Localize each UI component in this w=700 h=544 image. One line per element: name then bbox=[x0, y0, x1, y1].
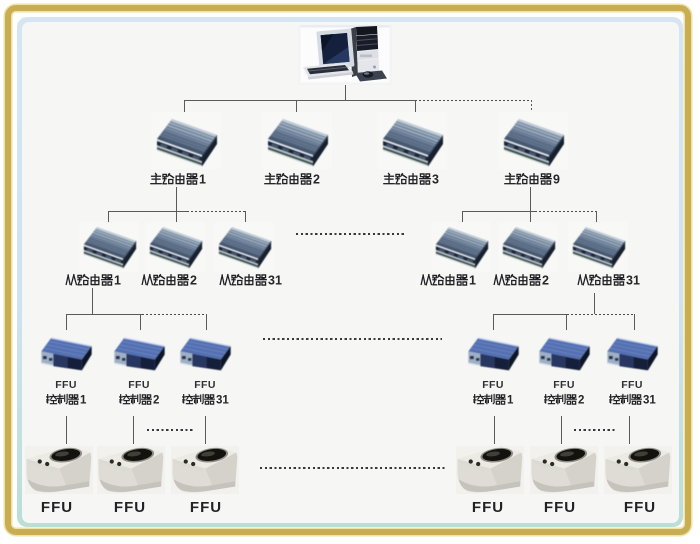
svg-text:2: 2 bbox=[542, 274, 549, 288]
svg-text:2: 2 bbox=[313, 173, 320, 187]
svg-text:3: 3 bbox=[432, 173, 439, 187]
svg-text:31: 31 bbox=[643, 395, 656, 407]
svg-text:31: 31 bbox=[626, 274, 640, 288]
svg-text:31: 31 bbox=[268, 274, 282, 288]
svg-text:1: 1 bbox=[469, 274, 476, 288]
svg-text:2: 2 bbox=[153, 395, 159, 407]
svg-text:1: 1 bbox=[114, 274, 121, 288]
svg-text:1: 1 bbox=[507, 395, 514, 407]
svg-text:31: 31 bbox=[216, 395, 229, 407]
svg-text:2: 2 bbox=[190, 274, 197, 288]
svg-text:2: 2 bbox=[578, 395, 584, 407]
svg-text:1: 1 bbox=[199, 173, 206, 187]
svg-text:9: 9 bbox=[553, 173, 560, 187]
svg-text:1: 1 bbox=[80, 395, 87, 407]
